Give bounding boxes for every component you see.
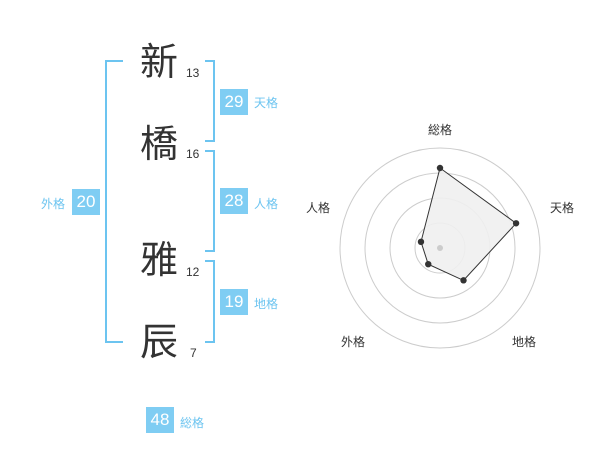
tenkaku-bracket [205,60,215,142]
radar-grid-ring [339,147,541,349]
name-char-4: 辰 [139,320,178,364]
name-char-2-strokes: 16 [186,147,200,161]
name-char-3-strokes: 12 [186,265,200,279]
radar-axis-label-gaikaku: 外格 [341,334,365,349]
gaikaku-value-box: 20 [72,189,100,215]
radar-points [417,164,520,284]
soukaku-label: 総格 [180,416,205,430]
soukaku-value-box: 48 [146,407,174,433]
radar-point [460,277,467,284]
tenkaku-value-box: 29 [220,89,248,115]
name-char-3: 雅 [139,238,178,282]
jinkaku-bracket [205,150,215,252]
radar-axis-label-soukaku: 総格 [428,122,452,137]
name-char-4-strokes: 7 [190,346,197,360]
chikaku-value-box: 19 [220,289,248,315]
radar-point [436,164,444,172]
chikaku-label: 地格 [254,297,279,311]
radar-axis-label-tenkaku: 天格 [550,200,574,215]
name-char-2: 橋 [139,122,178,166]
radar-axis-label-jinkaku: 人格 [306,200,330,215]
jinkaku-label: 人格 [254,197,279,211]
tenkaku-label: 天格 [254,96,279,110]
radar-point [425,260,432,268]
radar-point [512,220,520,227]
chikaku-bracket [205,260,215,343]
name-char-1-strokes: 13 [186,66,200,80]
radar-value-polygon [420,167,517,282]
gaikaku-label: 外格 [41,197,66,211]
jinkaku-value-box: 28 [220,188,248,214]
name-char-1: 新 [139,40,178,84]
radar-axis-label-chikaku: 地格 [512,334,536,349]
radar-center-dot [437,245,443,251]
gaikaku-bracket [105,60,123,343]
radar-point [417,238,425,246]
